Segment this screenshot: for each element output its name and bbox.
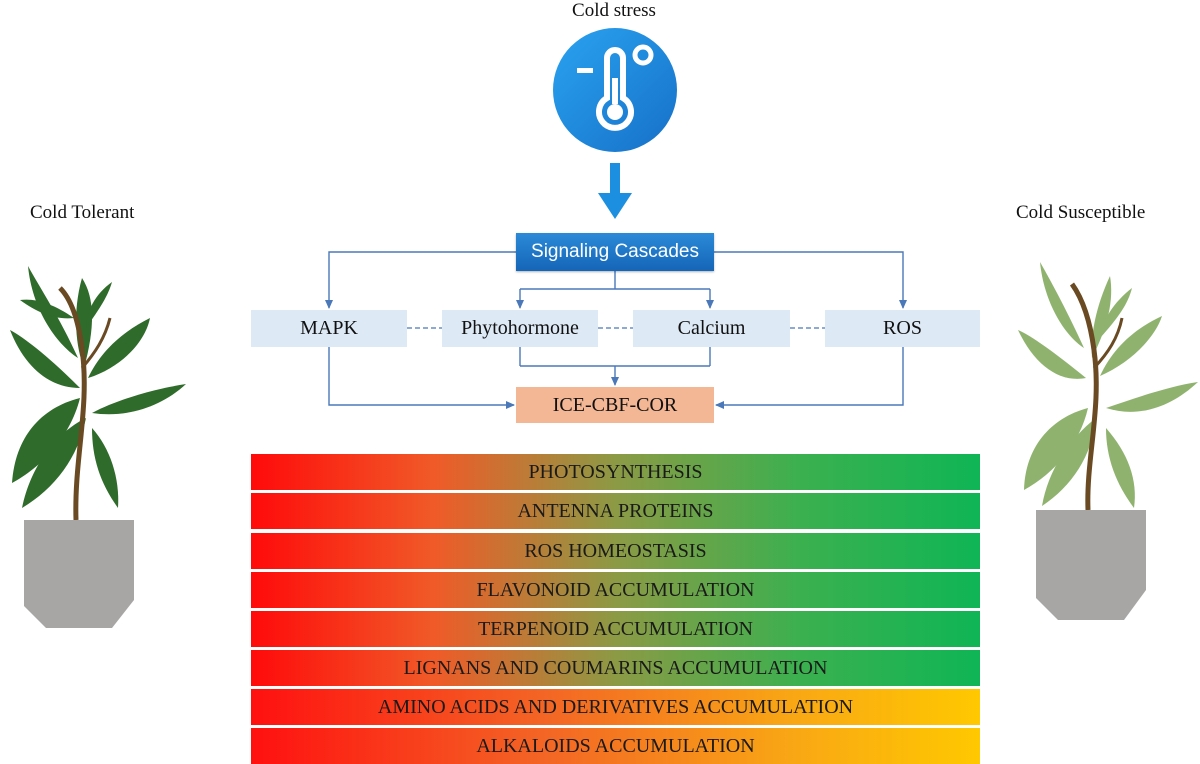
signaling-cascades-box: Signaling Cascades [516,233,714,271]
thermometer-icon [553,28,677,152]
ice-cbf-cor-box: ICE-CBF-COR [516,387,714,423]
gradient-bar: PHOTOSYNTHESIS [251,454,980,490]
cold-stress-title: Cold stress [572,0,656,21]
gradient-bar: ANTENNA PROTEINS [251,493,980,529]
down-arrow-icon [598,163,632,219]
gradient-bar: ROS HOMEOSTASIS [251,533,980,569]
gradient-bar: FLAVONOID ACCUMULATION [251,572,980,608]
calcium-node: Calcium [633,310,790,347]
ros-node: ROS [825,310,980,347]
gradient-bar: ALKALOIDS ACCUMULATION [251,728,980,764]
mapk-node: MAPK [251,310,407,347]
phytohormone-node: Phytohormone [442,310,598,347]
cold-tolerant-label: Cold Tolerant [30,202,135,223]
gradient-bar: LIGNANS AND COUMARINS ACCUMULATION [251,650,980,686]
cold-susceptible-label: Cold Susceptible [1016,202,1146,223]
cold-tolerant-plant-icon [10,266,186,628]
gradient-bar: AMINO ACIDS AND DERIVATIVES ACCUMULATION [251,689,980,725]
cold-susceptible-plant-icon [1018,262,1198,620]
gradient-bar: TERPENOID ACCUMULATION [251,611,980,647]
